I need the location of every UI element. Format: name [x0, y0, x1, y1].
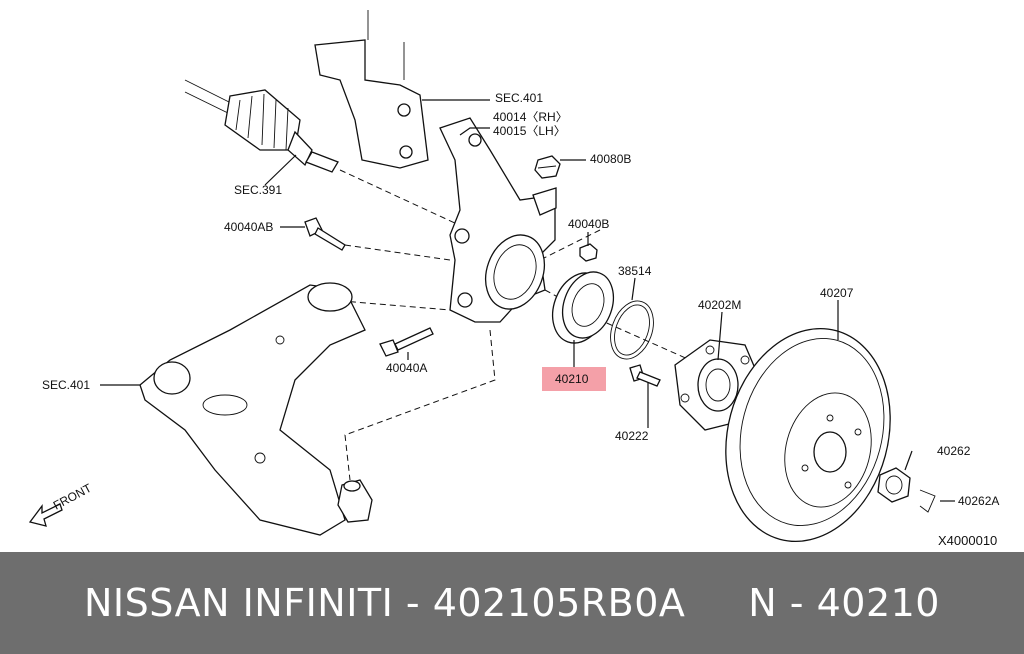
- nut-40040b: [579, 243, 598, 262]
- label-40262: 40262: [937, 444, 971, 458]
- snap-ring-38514: [610, 300, 654, 360]
- bolt-40040a: [379, 327, 434, 357]
- nut-40080b: [534, 155, 561, 179]
- wheel-stud-40222: [629, 364, 661, 387]
- leader-lines: [100, 99, 955, 502]
- axis-bolt-upper: [344, 244, 451, 261]
- label-40202m: 40202M: [698, 298, 741, 312]
- front-arrow-icon: [28, 503, 63, 527]
- label-40040a: 40040A: [386, 361, 427, 375]
- label-sec401-top: SEC.401: [495, 91, 543, 105]
- highlight-40210: [542, 367, 606, 391]
- label-front: FRONT: [51, 481, 95, 513]
- banner-text: NISSAN INFINITI - 402105RB0A N - 40210: [84, 581, 940, 625]
- part-number-banner: NISSAN INFINITI - 402105RB0A N - 40210: [0, 552, 1024, 654]
- steering-knuckle: [439, 117, 557, 323]
- strut-bracket: [314, 10, 429, 169]
- bolt-40040ab: [304, 217, 346, 251]
- axle-nut-40262: [877, 467, 911, 503]
- label-sec401-left: SEC.401: [42, 378, 90, 392]
- label-40207: 40207: [820, 286, 854, 300]
- label-38514: 38514: [618, 264, 652, 278]
- exploded-view-svg: SEC.401 40014〈RH〉 40015〈LH〉 SEC.391 4008…: [28, 10, 999, 548]
- driveshaft: [184, 79, 339, 173]
- label-40210: 40210: [555, 372, 589, 386]
- label-40222: 40222: [615, 429, 649, 443]
- cotter-pin-40262a: [919, 489, 936, 513]
- label-40040ab: 40040AB: [224, 220, 273, 234]
- label-40080b: 40080B: [590, 152, 631, 166]
- lower-control-arm: [139, 282, 373, 536]
- brake-rotor-40207: [725, 327, 891, 543]
- parts-diagram: SEC.401 40014〈RH〉 40015〈LH〉 SEC.391 4008…: [28, 10, 1000, 548]
- label-40014: 40014〈RH〉: [493, 110, 568, 124]
- label-sec391: SEC.391: [234, 183, 282, 197]
- wheel-bearing-40210: [551, 271, 615, 344]
- label-40262a: 40262A: [958, 494, 999, 508]
- label-40015: 40015〈LH〉: [493, 124, 566, 138]
- label-40040b: 40040B: [568, 217, 609, 231]
- diagram-code: X4000010: [938, 533, 997, 548]
- axis-driveshaft: [339, 169, 471, 231]
- axis-balljoint: [344, 329, 496, 481]
